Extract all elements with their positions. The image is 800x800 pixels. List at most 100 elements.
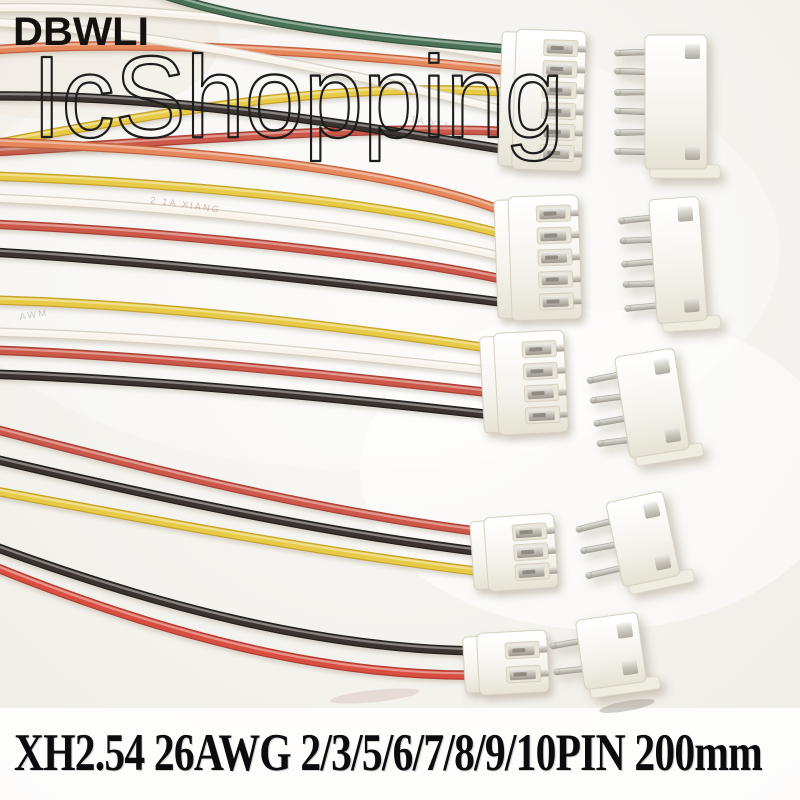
crimp-tip [575,108,584,116]
wire-core [168,0,524,54]
plastic-highlight [486,516,549,526]
crimp-tip [574,129,583,137]
crimp-slot [529,347,543,352]
contact-window [685,145,700,160]
wire-core [0,138,520,220]
crimp-tip [576,87,585,95]
watermark-overlay: DBWLI IcShopping XH2.54 26AWG 2/3/5/6/7/… [13,10,764,782]
wire-core [0,172,520,242]
plastic-highlight [511,197,574,205]
wire-black [0,543,489,656]
blur-smudge [330,688,420,704]
crimp-slot [546,299,560,304]
pin-tip [614,107,621,115]
wire-bundle [0,137,521,309]
xh-male-header-5pin [618,196,722,333]
crimp-slot [550,66,564,72]
wire-yellow [0,295,507,355]
wire-highlight [0,457,494,553]
wire-highlight [0,545,486,651]
pin-tip [622,281,630,288]
crimp-slot [512,648,526,653]
wire-green [164,0,525,55]
pin-tip [614,49,621,57]
wire-red [0,219,521,287]
plastic-highlight [648,38,704,43]
xh-female-connector-3pin [469,513,559,592]
wire-core [0,426,496,537]
wire-print-marking: AWM [19,308,49,323]
wire-core [0,328,506,376]
wire-white [0,193,521,265]
wire-highlight [0,173,518,238]
wire-bundle [0,425,497,578]
cable-row-4pin [0,295,704,467]
pin-group [575,516,620,533]
plastic-highlight [519,32,582,40]
caption-band [0,708,800,800]
pin-tip [614,89,621,96]
crimp-tip [559,410,568,418]
wire-highlight [0,19,522,114]
wire-core [0,488,496,577]
crimp-tip [546,526,555,535]
crimp-slot [549,87,563,93]
pin-tip [575,525,583,533]
wire-core [0,194,520,264]
contact-window [616,622,633,639]
crimp-slot [550,45,564,51]
pin-tip [614,148,621,155]
crimp-slot [513,671,527,677]
pin-group [618,214,661,225]
crimp-tip [547,546,557,555]
wire-highlight [0,347,504,394]
crimp-tip [557,366,566,374]
crimp-slot [530,369,544,374]
caption: XH2.54 26AWG 2/3/5/6/7/8/9/10PIN 200mm [14,724,763,782]
wire-black [0,91,525,157]
cable-row-3pin [0,425,695,595]
wire-core [0,220,520,286]
wire-red [0,345,507,399]
crimp-tip [540,669,549,677]
wire-highlight [0,86,522,143]
xh-female-connector-5pin [493,194,583,322]
xh-female-connector-4pin [479,329,569,436]
pin-tip [621,260,628,268]
crimp-tip [539,645,548,653]
pin-tip [596,440,604,447]
crimp-tip [571,253,581,261]
wire-highlight [0,371,504,416]
wire-highlight [0,42,522,72]
contact-window [621,658,639,676]
wire-bundle [0,0,525,157]
wire-black [0,369,507,421]
crimp-tip [571,231,580,239]
crimp-slot [544,255,559,260]
store-watermark: IcShopping [32,32,564,162]
shadow-smudge [599,699,655,713]
crimp-tip [556,344,565,352]
pin-tip [624,305,632,312]
wire-bundle [0,543,489,680]
xh-male-header-2pin [549,612,661,699]
crimp-tip [573,297,582,305]
header-body [648,196,708,324]
contact-window [685,44,700,59]
crimp-slot [545,277,559,282]
wire-core [0,249,520,308]
wire-orange [0,137,521,221]
crimp-tip [572,275,581,283]
crimp-slot [547,129,561,135]
wire-white [0,17,525,119]
pin-tip [618,217,625,225]
crimp-slot [544,233,558,238]
wire-highlight [0,488,494,573]
pin-tip [590,397,597,404]
crimp-slot [532,412,546,418]
wire-highlight [0,297,504,350]
xh-female-connector-6pin [497,28,587,172]
contact-window [654,553,672,571]
